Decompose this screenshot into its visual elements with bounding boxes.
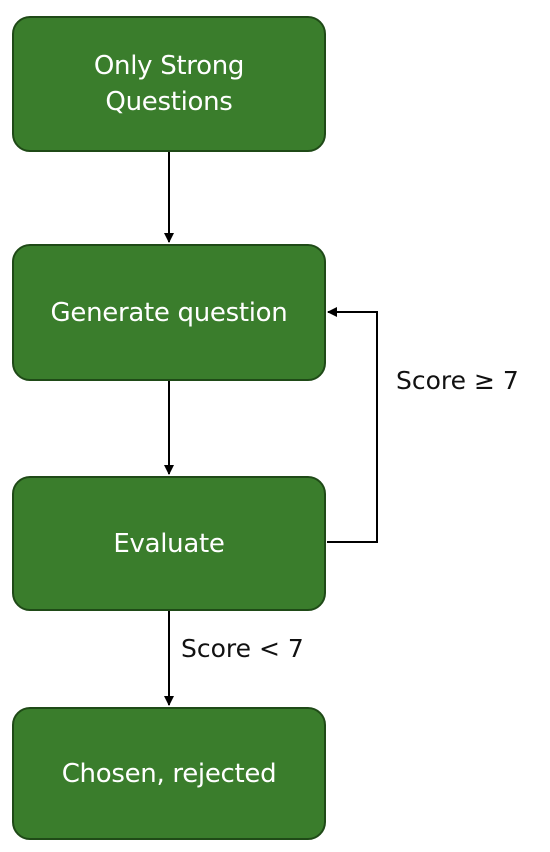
- node-chosen-rejected-label: Chosen, rejected: [61, 758, 277, 789]
- node-chosen-rejected: Chosen, rejected: [12, 707, 326, 840]
- node-evaluate: Evaluate: [12, 476, 326, 611]
- node-only-strong-questions: Only Strong Questions: [12, 16, 326, 152]
- edge-label-score-low: Score < 7: [181, 634, 304, 663]
- node-only-strong-questions-label: Only Strong Questions: [93, 51, 245, 117]
- arrow-evaluate-loop-to-generate: [327, 307, 378, 543]
- node-generate-question: Generate question: [12, 244, 326, 381]
- node-evaluate-label: Evaluate: [113, 528, 225, 559]
- node-generate-question-label: Generate question: [50, 297, 288, 328]
- edge-label-score-high: Score ≥ 7: [396, 366, 519, 395]
